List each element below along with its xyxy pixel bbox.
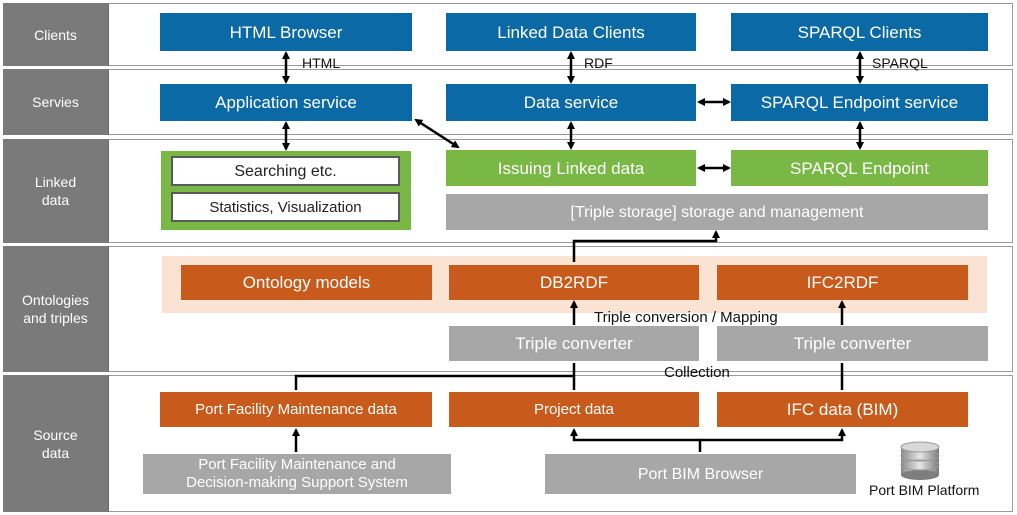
- protocol-label-rdf: RDF: [584, 55, 613, 71]
- sparql-endpoint-service-box: SPARQL Endpoint service: [731, 84, 988, 121]
- layer-label-services: Servies: [3, 69, 109, 135]
- db2rdf-box: DB2RDF: [449, 265, 699, 300]
- ifc-data-box: IFC data (BIM): [717, 392, 968, 427]
- project-data-box: Project data: [449, 392, 699, 427]
- issuing-linked-data-box: Issuing Linked data: [446, 150, 696, 186]
- triple-converter-right-box: Triple converter: [717, 326, 988, 361]
- layer-label-clients: Clients: [3, 3, 109, 66]
- port-bim-platform-label: Port BIM Platform: [869, 482, 980, 498]
- sparql-clients-box: SPARQL Clients: [731, 13, 988, 51]
- triple-conversion-label: Triple conversion / Mapping: [594, 309, 778, 326]
- protocol-label-html: HTML: [302, 55, 341, 71]
- collection-label: Collection: [664, 364, 730, 381]
- triple-storage-box: [Triple storage] storage and management: [446, 194, 988, 230]
- ifc2rdf-box: IFC2RDF: [717, 265, 968, 300]
- support-system-box: Port Facility Maintenance and Decision-m…: [143, 454, 451, 494]
- linked-data-clients-box: Linked Data Clients: [446, 13, 696, 51]
- statistics-visualization-box: Statistics, Visualization: [171, 192, 400, 222]
- sparql-endpoint-box: SPARQL Endpoint: [731, 150, 988, 186]
- port-facility-data-box: Port Facility Maintenance data: [160, 392, 432, 427]
- layer-label-linked-data: Linked data: [3, 139, 109, 243]
- port-bim-browser-box: Port BIM Browser: [545, 454, 856, 494]
- protocol-label-sparql: SPARQL: [872, 55, 928, 71]
- application-service-box: Application service: [160, 84, 412, 121]
- database-icon: [900, 441, 940, 480]
- triple-converter-left-box: Triple converter: [449, 326, 699, 361]
- data-service-box: Data service: [446, 84, 696, 121]
- ontology-models-box: Ontology models: [181, 265, 432, 300]
- layer-label-source-data: Source data: [3, 375, 109, 512]
- searching-box: Searching etc.: [171, 156, 400, 186]
- layer-label-ontologies: Ontologies and triples: [3, 246, 109, 372]
- html-browser-box: HTML Browser: [160, 13, 412, 51]
